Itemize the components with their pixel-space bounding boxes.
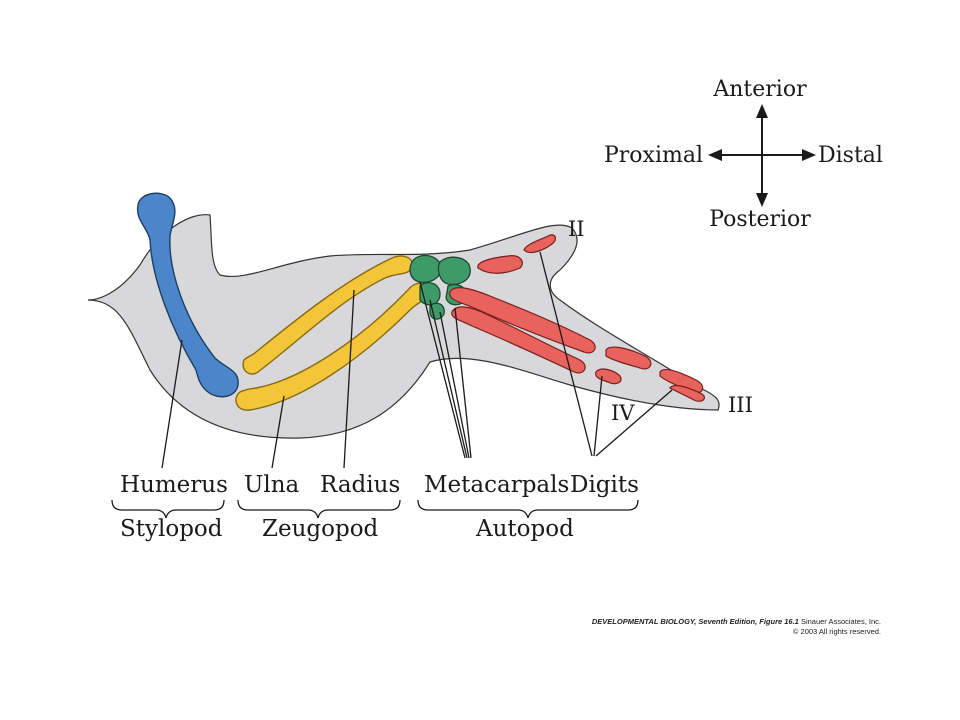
label-metacarpals: Metacarpals	[424, 472, 569, 498]
figure-credit-publisher: Sinauer Associates, Inc.	[799, 617, 881, 626]
label-ulna: Ulna	[244, 472, 300, 498]
compass-posterior: Posterior	[709, 207, 811, 232]
group-braces	[111, 499, 639, 519]
digit-numeral-iii: III	[728, 393, 753, 417]
figure-credit-title: DEVELOPMENTAL BIOLOGY, Seventh Edition, …	[592, 617, 799, 626]
digit-numeral-iv: IV	[611, 401, 635, 425]
leader-lines	[161, 251, 673, 469]
label-humerus: Humerus	[120, 472, 228, 498]
digit-numeral-ii: II	[568, 217, 585, 241]
humerus-bone	[136, 192, 239, 398]
compass-proximal: Proximal	[604, 143, 703, 168]
compass-anterior: Anterior	[712, 77, 807, 102]
figure-credit-line2: © 2003 All rights reserved.	[793, 627, 881, 636]
label-zeugopod: Zeugopod	[262, 516, 379, 542]
label-digits: Digits	[570, 472, 639, 498]
digit-bones	[449, 234, 706, 402]
compass-distal: Distal	[818, 143, 883, 168]
limb-outline	[87, 214, 720, 439]
orientation-compass: Anterior Posterior Proximal Distal	[604, 77, 883, 232]
label-stylopod: Stylopod	[120, 516, 223, 542]
figure-credit-line1: DEVELOPMENTAL BIOLOGY, Seventh Edition, …	[592, 617, 881, 626]
label-radius: Radius	[320, 472, 400, 498]
label-autopod: Autopod	[475, 516, 574, 542]
